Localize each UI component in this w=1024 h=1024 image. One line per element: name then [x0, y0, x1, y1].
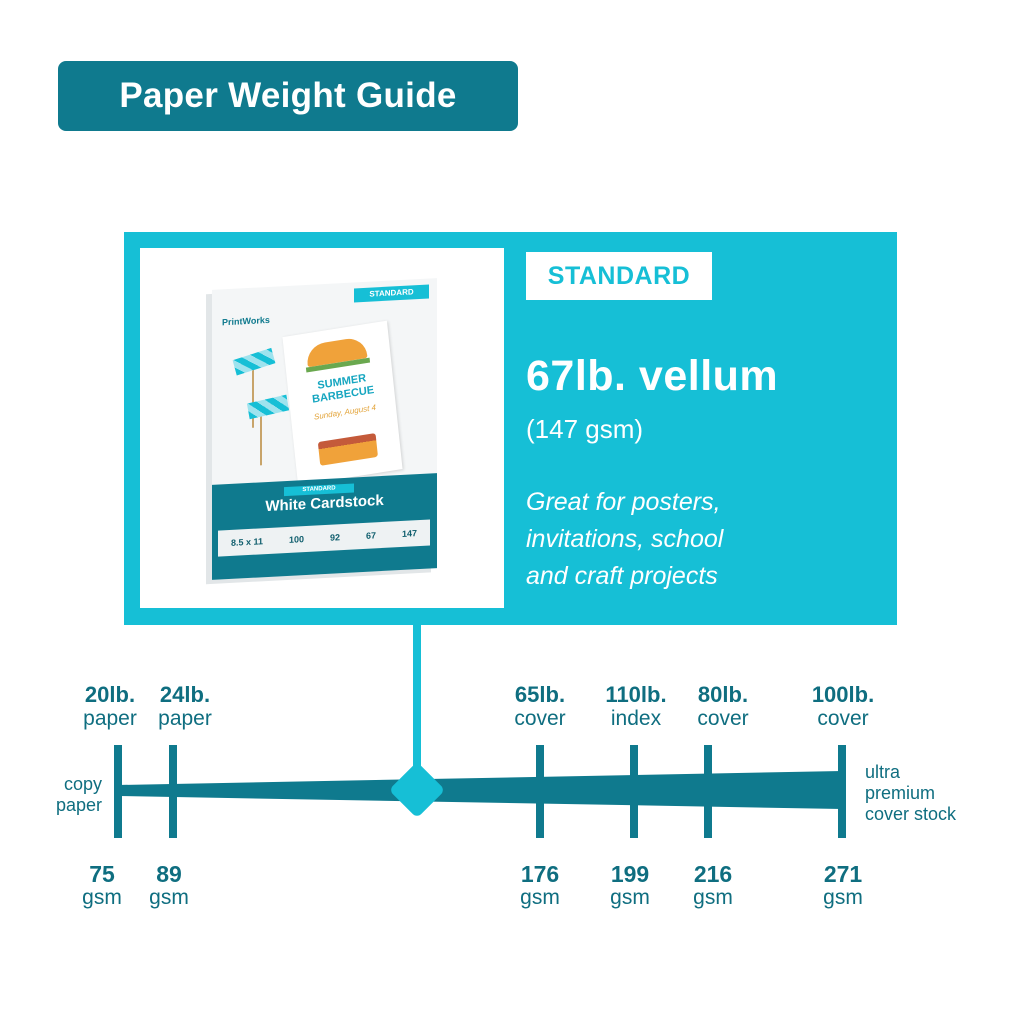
- tick-label-top: 24lb.paper: [158, 682, 212, 731]
- page-title: Paper Weight Guide: [58, 61, 518, 131]
- tick-24lb: [169, 745, 177, 838]
- marker-connector: [413, 625, 421, 775]
- tick-label-top: 100lb.cover: [811, 682, 875, 731]
- tick-label-top: 110lb.index: [605, 682, 667, 731]
- left-end-label: copy paper: [55, 774, 102, 815]
- tick-20lb: [114, 745, 122, 838]
- scale-bar: [118, 771, 842, 809]
- tick-label-top: 65lb.cover: [514, 682, 566, 731]
- tick-65lb: [536, 745, 544, 838]
- highlight-gsm: (147 gsm): [526, 414, 644, 444]
- right-end-label: ultra premium cover stock: [865, 762, 957, 824]
- highlight-card: STANDARD PrintWorks SUMMER BARBECUE Sund…: [124, 232, 897, 625]
- diamond-marker-icon: [391, 764, 443, 816]
- tick-label-top: 20lb.paper: [83, 682, 137, 731]
- tick-label-top: 80lb.cover: [697, 682, 749, 731]
- tick-110lb: [630, 745, 638, 838]
- product-image-panel: STANDARD PrintWorks SUMMER BARBECUE Sund…: [140, 248, 504, 608]
- tick-100lb: [838, 745, 846, 838]
- highlight-weight: 67lb. vellum: [526, 352, 779, 400]
- tick-80lb: [704, 745, 712, 838]
- highlight-description: Great for posters, invitations, school a…: [526, 488, 724, 590]
- standard-badge: STANDARD: [526, 252, 712, 300]
